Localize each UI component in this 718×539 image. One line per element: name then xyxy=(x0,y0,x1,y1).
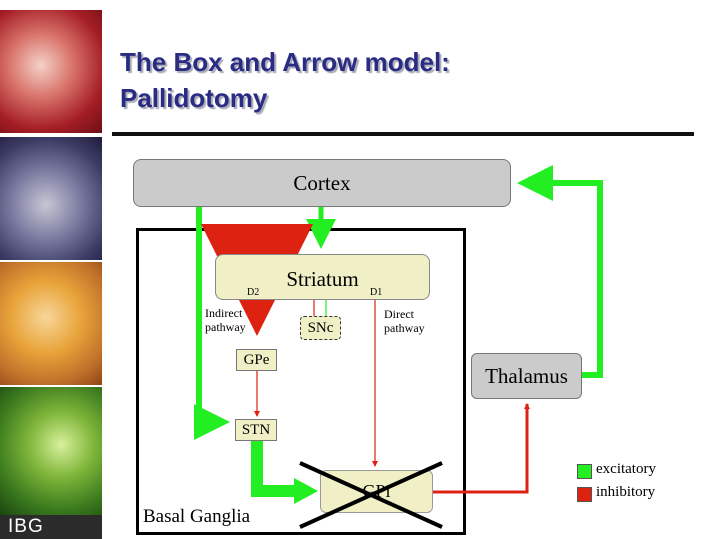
arrow-gpi-thalamus xyxy=(433,403,530,494)
ibg-logo: IBG xyxy=(0,515,102,539)
basal-ganglia-label: Basal Ganglia xyxy=(143,506,251,527)
neuron-image xyxy=(0,387,102,515)
slide-title-line1: The Box and Arrow model: xyxy=(120,47,450,77)
direct-pathway-label: Direct pathway xyxy=(384,307,425,335)
slide-title-line2: Pallidotomy xyxy=(120,83,268,113)
arrow-stn-gpi xyxy=(251,441,296,497)
legend-excitatory-swatch xyxy=(577,464,592,479)
cortex-box: Cortex xyxy=(133,159,511,207)
snc-box: SNc xyxy=(300,316,341,340)
striatum-box: Striatum xyxy=(215,254,430,300)
legend-inhibitory-swatch xyxy=(577,487,592,502)
indirect-pathway-label: Indirect pathway xyxy=(205,306,246,334)
human-figure-image xyxy=(0,10,102,133)
stn-box: STN xyxy=(235,419,277,441)
title-rule xyxy=(112,132,694,136)
d2-label: D2 xyxy=(247,287,260,298)
arrow-cortex-stn xyxy=(194,207,230,440)
brain-image xyxy=(0,137,102,260)
d1-label: D1 xyxy=(370,287,383,298)
arrow-thalamus-cortex xyxy=(517,165,603,378)
legend-inhibitory-label: inhibitory xyxy=(596,484,656,500)
thalamus-box: Thalamus xyxy=(471,353,582,399)
circuit-chip-image xyxy=(0,262,102,385)
arrow-stn-gpi-head xyxy=(294,478,318,504)
sidebar-image-strip: IBG xyxy=(0,0,102,539)
slide-title: The Box and Arrow model: Pallidotomy xyxy=(120,44,620,116)
gpe-box: GPe xyxy=(236,349,277,371)
legend-excitatory-label: excitatory xyxy=(596,461,656,477)
